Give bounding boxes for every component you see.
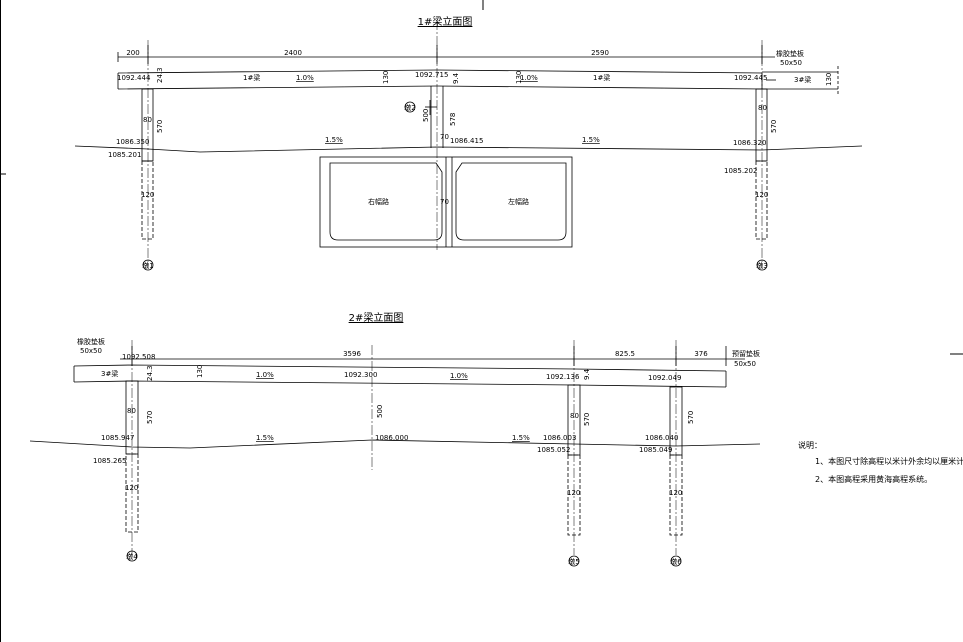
pier-a: 墩4 bbox=[126, 552, 138, 561]
beam1-title: 1#梁立面图 bbox=[418, 15, 473, 28]
dim-243-left: 24.3 bbox=[156, 67, 164, 83]
beam2-elevation bbox=[29, 340, 761, 567]
elev-top-mid: 1092.715 bbox=[415, 71, 448, 79]
dim-span2: 2590 bbox=[591, 49, 609, 57]
elev-pile-right: 1085.202 bbox=[724, 167, 757, 175]
dim-70-top: 70 bbox=[440, 133, 449, 141]
d2-dim-80-left: 80 bbox=[127, 407, 136, 415]
notes-line1: 1、本图尺寸除高程以米计外余均以厘米计。 bbox=[815, 456, 963, 466]
tunnel-left-label: 左幅路 bbox=[508, 197, 529, 206]
d2-elev-gnd-left: 1085.947 bbox=[101, 434, 134, 442]
dim-span1: 2400 bbox=[284, 49, 302, 57]
d2-note-pad-right-size: 50x50 bbox=[734, 360, 756, 368]
slope-ground-b: 1.5% bbox=[582, 136, 600, 144]
d2-slope-top-b: 1.0% bbox=[450, 372, 468, 380]
d2-note-pad-right: 预留垫板 bbox=[732, 349, 760, 358]
note-pad-size: 50x50 bbox=[780, 59, 802, 67]
slope-top-a: 1.0% bbox=[296, 74, 314, 82]
notes-line2: 2、本图高程采用黄海高程系统。 bbox=[815, 474, 932, 484]
dim-120-right: 120 bbox=[755, 191, 768, 199]
d2-note-pad-size: 50x50 bbox=[80, 347, 102, 355]
dim-130-left: 130 bbox=[382, 71, 390, 84]
beam2-title: 2#梁立面图 bbox=[349, 311, 404, 324]
elev-top-right: 1092.445 bbox=[734, 74, 767, 82]
d2-dim-94: 9.4 bbox=[583, 368, 591, 380]
beam-label-c: 3#梁 bbox=[794, 75, 811, 84]
dim-94: 9.4 bbox=[452, 72, 460, 84]
tunnel-right-label: 右幅路 bbox=[368, 197, 389, 206]
dim-570-right: 570 bbox=[770, 120, 778, 133]
slope-ground-a: 1.5% bbox=[325, 136, 343, 144]
d2-elev-top-left: 1092.508 bbox=[122, 353, 155, 361]
d2-elev-pile-r1: 1085.052 bbox=[537, 446, 570, 454]
d2-dim-243: 24.3 bbox=[146, 365, 154, 381]
d2-dim-130: 130 bbox=[196, 365, 204, 378]
d2-dim-825: 825.5 bbox=[615, 350, 635, 358]
d2-elev-top-r2: 1092.049 bbox=[648, 374, 681, 382]
dim-80-right: 80 bbox=[758, 104, 767, 112]
d2-elev-gnd-r2: 1086.040 bbox=[645, 434, 678, 442]
d2-note-pad: 橡胶垫板 bbox=[77, 337, 105, 346]
d2-slope-ground-a: 1.5% bbox=[256, 434, 274, 442]
dim-570-left: 570 bbox=[156, 120, 164, 133]
dim-left: 200 bbox=[126, 49, 139, 57]
d2-dim-376: 376 bbox=[694, 350, 708, 358]
dim-130-right: 130 bbox=[825, 73, 833, 86]
d2-dim-120-left: 120 bbox=[125, 484, 138, 492]
dim-578: 578 bbox=[449, 113, 457, 126]
dim-70-mid: 70 bbox=[440, 198, 449, 206]
notes-heading: 说明： bbox=[798, 440, 822, 450]
d2-elev-top-mid: 1092.300 bbox=[344, 371, 377, 379]
d2-elev-pile-left: 1085.265 bbox=[93, 457, 126, 465]
pier-c: 墩6 bbox=[670, 557, 682, 566]
beam1-elevation bbox=[74, 20, 863, 271]
d2-slope-top-a: 1.0% bbox=[256, 371, 274, 379]
note-pad: 橡胶垫板 bbox=[776, 49, 804, 58]
d2-elev-pile-r2: 1085.049 bbox=[639, 446, 672, 454]
d2-dim-500: 500 bbox=[376, 405, 384, 418]
d2-dim-80-r1: 80 bbox=[570, 412, 579, 420]
beam-label-a: 1#梁 bbox=[243, 73, 260, 82]
d2-dim-570-left: 570 bbox=[146, 411, 154, 424]
pier-right: 墩3 bbox=[756, 261, 767, 270]
pier-b: 墩5 bbox=[568, 557, 579, 566]
d2-dim-120-r1: 120 bbox=[567, 489, 580, 497]
slope-top-b: 1.0% bbox=[520, 74, 538, 82]
d2-beam-label: 3#梁 bbox=[101, 369, 118, 378]
d2-dim-570-r1: 570 bbox=[583, 413, 591, 426]
elev-gnd-right: 1086.320 bbox=[733, 139, 766, 147]
dim-80-left: 80 bbox=[143, 116, 152, 124]
elev-pile-left: 1085.201 bbox=[108, 151, 141, 159]
d2-slope-ground-b: 1.5% bbox=[512, 434, 530, 442]
elev-top-left: 1092.444 bbox=[117, 74, 151, 82]
dim-130-mid: 130 bbox=[515, 71, 523, 84]
d2-elev-gnd-mid: 1086.000 bbox=[375, 434, 408, 442]
d2-dim-120-r2: 120 bbox=[669, 489, 682, 497]
d2-dim-span: 3596 bbox=[343, 350, 361, 358]
d2-elev-gnd-r1: 1086.003 bbox=[543, 434, 576, 442]
beam-label-b: 1#梁 bbox=[593, 73, 610, 82]
pier-left: 墩1 bbox=[142, 261, 153, 270]
d2-elev-top-r1: 1092.136 bbox=[546, 373, 580, 381]
elev-gnd-left: 1086.350 bbox=[116, 138, 149, 146]
dim-500: 500 bbox=[422, 109, 430, 122]
elev-gnd-mid: 1086.415 bbox=[450, 137, 483, 145]
dim-120-left: 120 bbox=[141, 191, 154, 199]
d2-dim-570-r2: 570 bbox=[687, 411, 695, 424]
pier-mid: 墩2 bbox=[404, 103, 415, 112]
